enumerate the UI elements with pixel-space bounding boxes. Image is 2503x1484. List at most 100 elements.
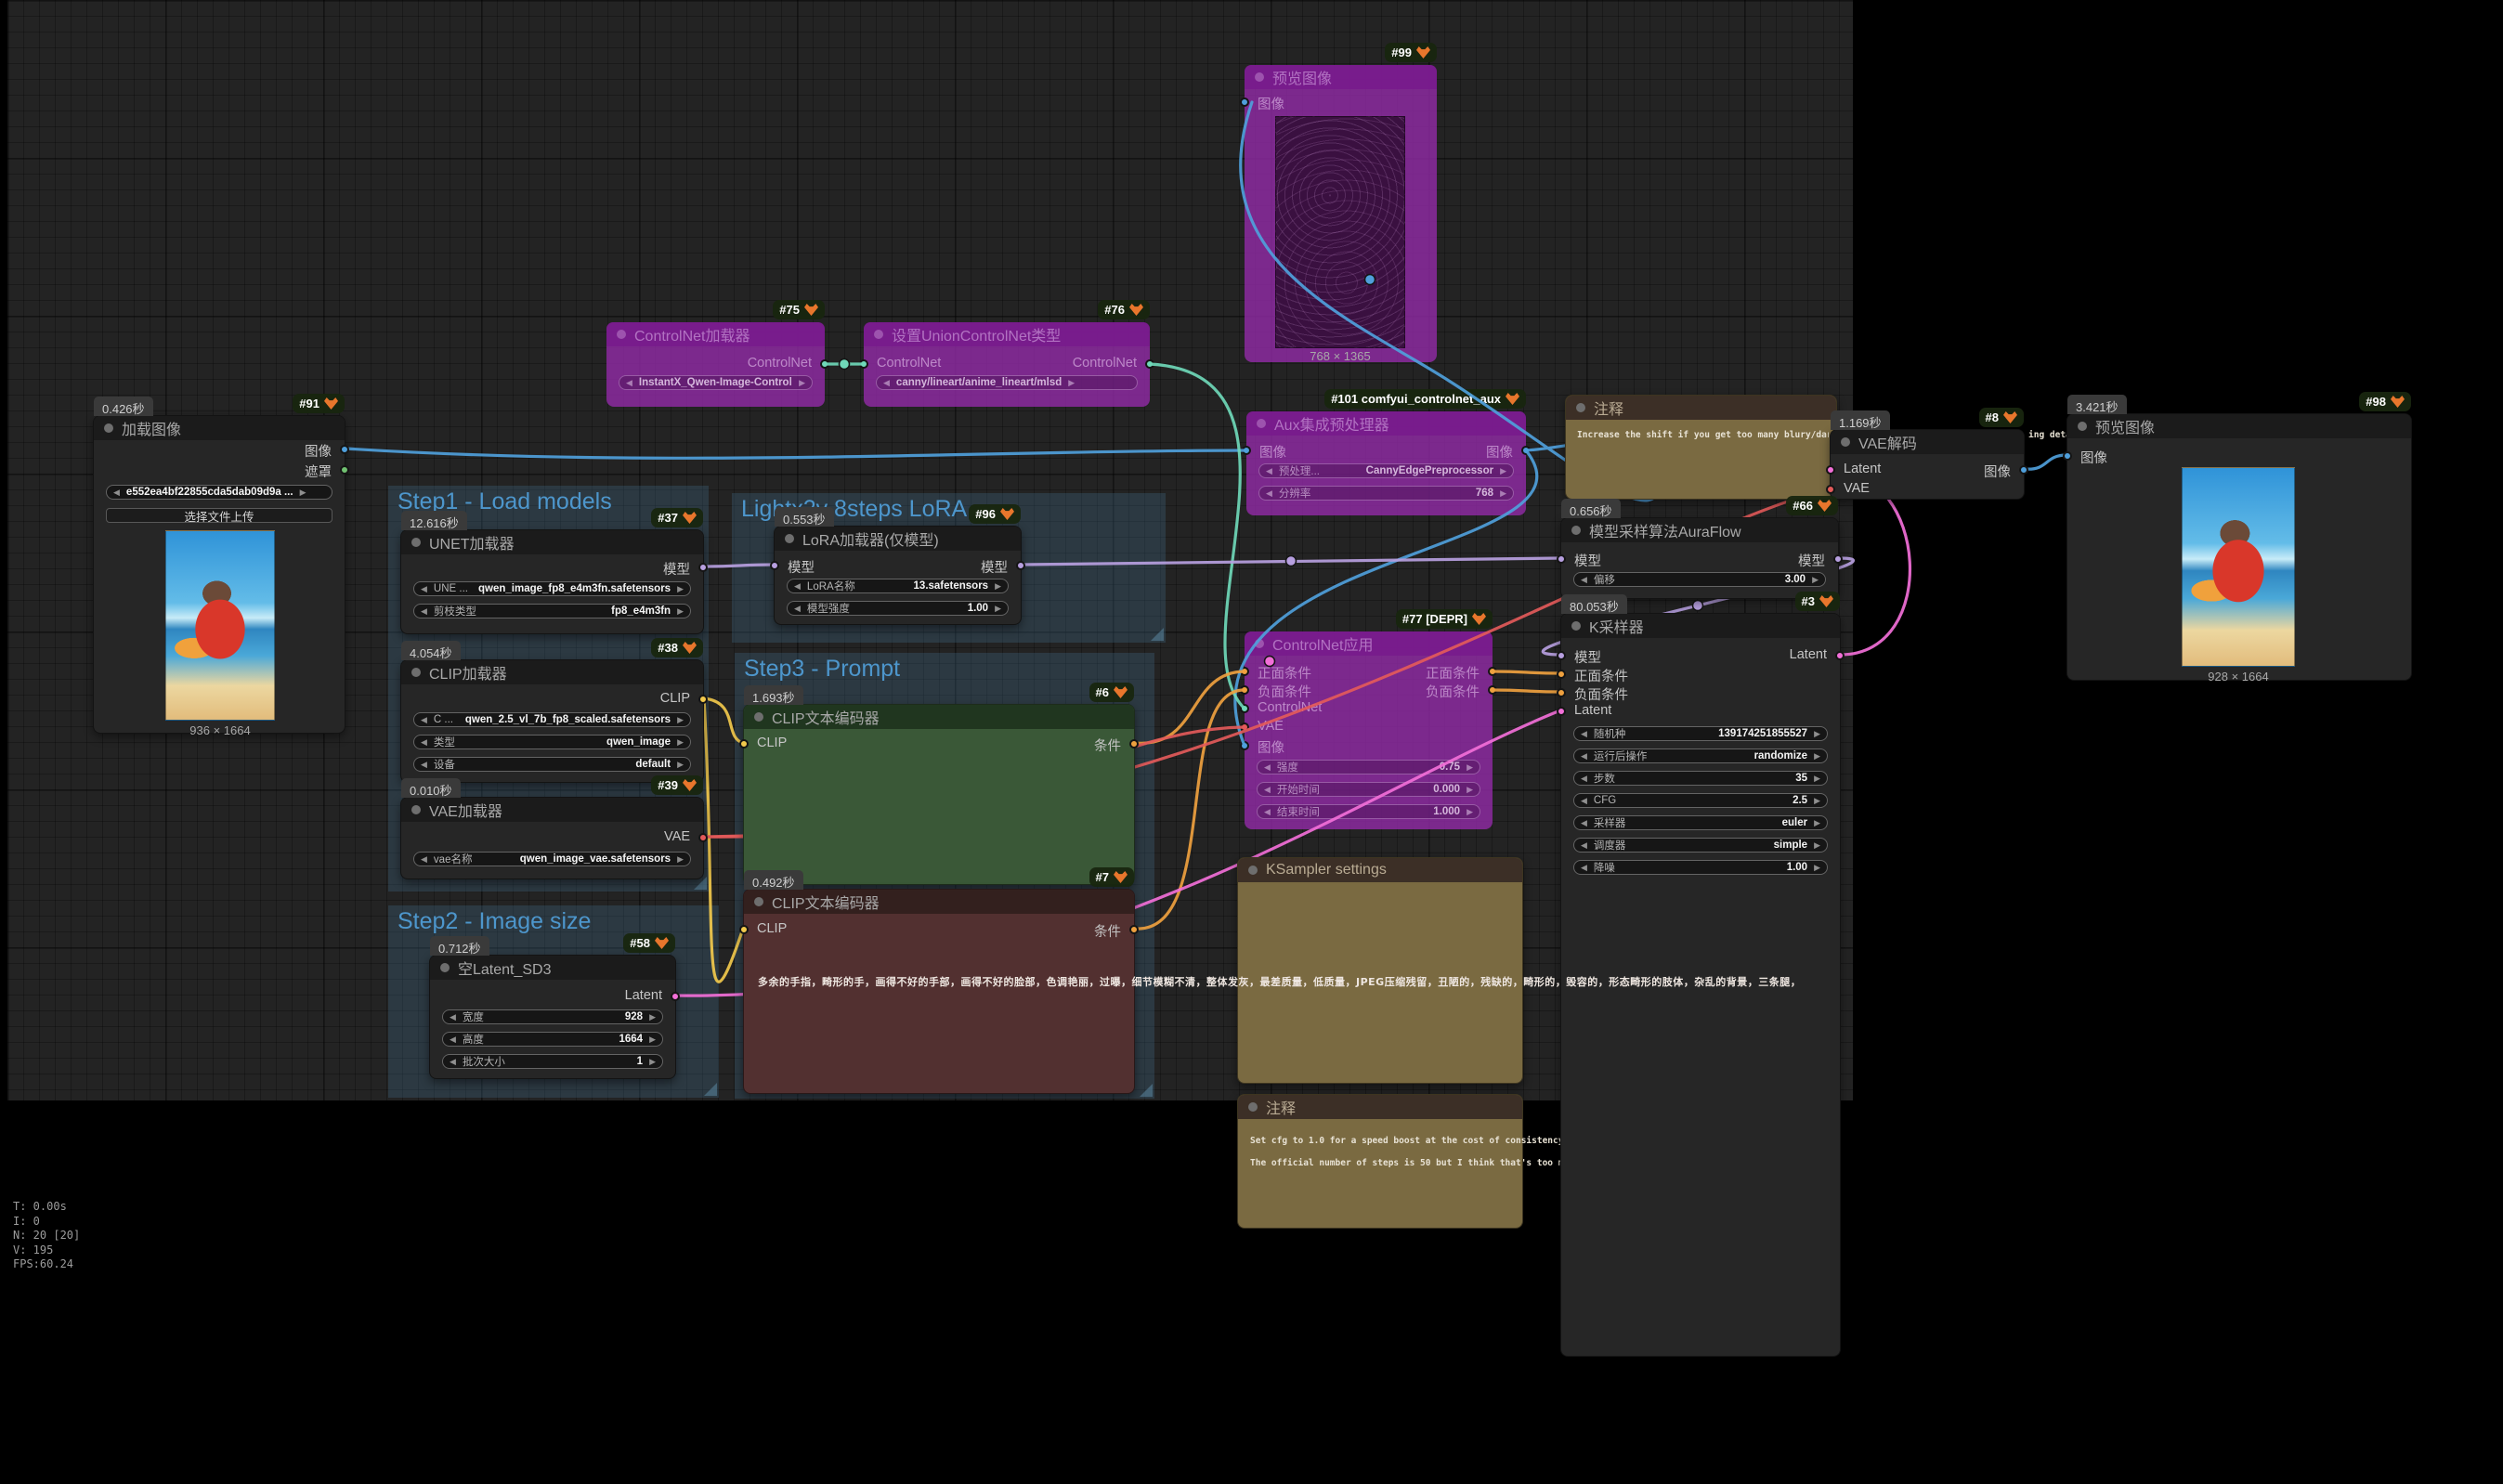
input-port-图像[interactable]: [1242, 446, 1251, 455]
union-type-combo[interactable]: ◀canny/lineart/anime_lineart/mlsd▶: [876, 375, 1138, 390]
output-port-模型[interactable]: [1016, 561, 1025, 570]
controlnet-name-combo[interactable]: ◀InstantX_Qwen-Image-ControlN ...▶: [619, 375, 813, 390]
right-arrow-icon[interactable]: ▶: [677, 714, 684, 724]
output-port-CLIP[interactable]: [698, 695, 708, 704]
right-arrow-icon[interactable]: ▶: [1467, 806, 1473, 816]
right-arrow-icon[interactable]: ▶: [1814, 795, 1820, 805]
upload-button[interactable]: 选择文件上传: [106, 508, 332, 524]
left-arrow-icon[interactable]: ◀: [1581, 817, 1587, 827]
input-port-图像[interactable]: [1240, 98, 1249, 107]
right-arrow-icon[interactable]: ▶: [299, 487, 306, 497]
right-arrow-icon[interactable]: ▶: [1500, 465, 1506, 475]
left-arrow-icon[interactable]: ◀: [794, 580, 801, 591]
collapse-dot-icon[interactable]: [1571, 526, 1581, 535]
input-port-CLIP[interactable]: [739, 925, 749, 934]
node-note-ksampler-settings[interactable]: KSampler settings: [1237, 857, 1523, 1084]
output-port-Latent[interactable]: [671, 992, 680, 1001]
collapse-dot-icon[interactable]: [411, 805, 421, 814]
collapse-dot-icon[interactable]: [104, 423, 113, 433]
collapse-dot-icon[interactable]: [1257, 419, 1266, 428]
left-arrow-icon[interactable]: ◀: [1581, 773, 1587, 783]
input-port-负面条件[interactable]: [1557, 688, 1566, 697]
collapse-dot-icon[interactable]: [785, 534, 794, 543]
preprocessor-combo[interactable]: ◀预处理...CannyEdgePreprocessor▶: [1258, 463, 1514, 478]
input-port-VAE[interactable]: [1826, 485, 1835, 494]
output-port-图像[interactable]: [340, 445, 349, 454]
unet-name-combo[interactable]: ◀UNE ...qwen_image_fp8_e4m3fn.safetensor…: [413, 581, 691, 596]
output-port-条件[interactable]: [1129, 739, 1139, 749]
left-arrow-icon[interactable]: ◀: [421, 714, 427, 724]
input-port-正面条件[interactable]: [1240, 667, 1249, 676]
output-port-Latent[interactable]: [1835, 651, 1845, 660]
collapse-dot-icon[interactable]: [411, 668, 421, 677]
left-arrow-icon[interactable]: ◀: [1581, 795, 1587, 805]
left-arrow-icon[interactable]: ◀: [113, 487, 120, 497]
output-port-ControlNet[interactable]: [1145, 359, 1154, 369]
right-arrow-icon[interactable]: ▶: [1814, 773, 1820, 783]
input-port-CLIP[interactable]: [739, 739, 749, 749]
right-arrow-icon[interactable]: ▶: [1500, 488, 1506, 498]
right-arrow-icon[interactable]: ▶: [1814, 750, 1820, 761]
output-port-图像[interactable]: [2019, 465, 2028, 475]
left-arrow-icon[interactable]: ◀: [1581, 574, 1587, 584]
collapse-dot-icon[interactable]: [1248, 1102, 1258, 1112]
left-arrow-icon[interactable]: ◀: [421, 853, 427, 864]
right-arrow-icon[interactable]: ▶: [649, 1034, 656, 1044]
right-arrow-icon[interactable]: ▶: [995, 603, 1001, 613]
right-arrow-icon[interactable]: ▶: [677, 736, 684, 747]
right-arrow-icon[interactable]: ▶: [1068, 377, 1076, 387]
input-port-Latent[interactable]: [1826, 465, 1835, 475]
input-port-ControlNet[interactable]: [1240, 704, 1249, 713]
input-port-负面条件[interactable]: [1240, 685, 1249, 695]
left-arrow-icon[interactable]: ◀: [1264, 762, 1271, 772]
input-port-VAE[interactable]: [1240, 722, 1249, 732]
output-port-正面条件[interactable]: [1488, 667, 1497, 676]
output-port-负面条件[interactable]: [1488, 685, 1497, 695]
left-arrow-icon[interactable]: ◀: [450, 1034, 456, 1044]
left-arrow-icon[interactable]: ◀: [1581, 840, 1587, 850]
input-port-模型[interactable]: [1557, 554, 1566, 564]
input-port-图像[interactable]: [2063, 451, 2072, 461]
right-arrow-icon[interactable]: ▶: [1814, 840, 1820, 850]
image-file-combo[interactable]: ◀e552ea4bf22855cda5dab09d9a ...▶: [106, 485, 332, 500]
left-arrow-icon[interactable]: ◀: [1581, 728, 1587, 738]
collapse-dot-icon[interactable]: [440, 963, 450, 972]
collapse-dot-icon[interactable]: [1576, 403, 1585, 412]
right-arrow-icon[interactable]: ▶: [677, 853, 684, 864]
collapse-dot-icon[interactable]: [754, 897, 763, 906]
collapse-dot-icon[interactable]: [1248, 866, 1258, 875]
left-arrow-icon[interactable]: ◀: [421, 736, 427, 747]
input-port-模型[interactable]: [770, 561, 779, 570]
right-arrow-icon[interactable]: ▶: [1467, 762, 1473, 772]
right-arrow-icon[interactable]: ▶: [799, 377, 805, 387]
right-arrow-icon[interactable]: ▶: [677, 605, 684, 616]
